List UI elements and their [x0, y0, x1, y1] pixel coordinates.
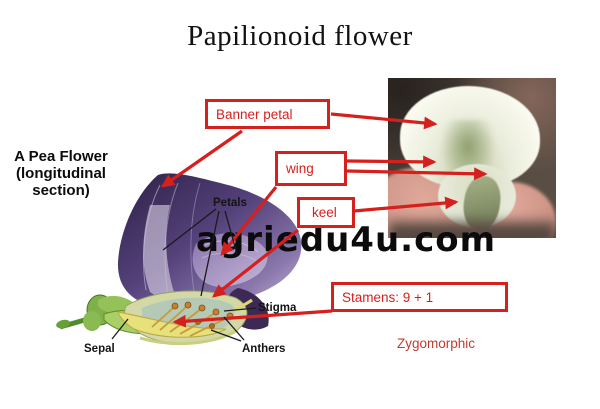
pea-flower-photo — [388, 78, 556, 238]
banner-petal-label: Banner petal — [216, 106, 293, 122]
caption-line-2: (longitudinal — [16, 165, 106, 182]
keel-label: keel — [312, 205, 337, 220]
caption-line-1: A Pea Flower — [14, 148, 108, 165]
caption-line-3: section) — [32, 182, 90, 199]
photo-bottom-shadow — [388, 222, 556, 238]
stamens-callout: Stamens: 9 + 1 — [331, 282, 508, 312]
zygomorphic-note: Zygomorphic — [397, 336, 476, 351]
wing-label: wing — [286, 161, 314, 176]
page-title: Papilionoid flower — [187, 20, 413, 52]
banner-petal-callout: Banner petal — [205, 99, 330, 129]
wing-callout: wing — [275, 151, 347, 186]
pea-flower-caption: A Pea Flower (longitudinal section) — [0, 148, 122, 199]
stamens-label: Stamens: 9 + 1 — [342, 289, 434, 305]
keel-callout: keel — [297, 197, 355, 228]
